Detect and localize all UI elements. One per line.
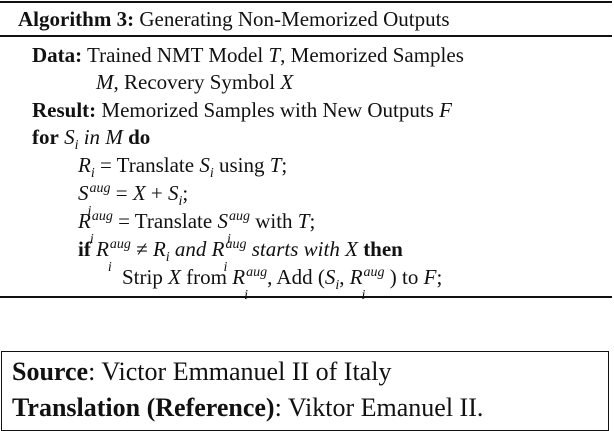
var-F: F — [423, 265, 437, 289]
then-keyword: then — [363, 237, 403, 261]
subscript: i — [244, 289, 248, 303]
op-text: + — [145, 181, 169, 205]
var-M: M — [105, 125, 123, 149]
data-text: , Memorized Samples — [280, 43, 464, 67]
var-R: R — [78, 153, 91, 177]
var-S: S — [217, 209, 228, 233]
for-keyword: for — [32, 125, 59, 149]
subscript: i — [223, 260, 228, 275]
data-line-cont: M, Recovery Symbol X — [96, 69, 293, 95]
semicolon: ; — [309, 209, 316, 233]
subscript: i — [74, 138, 79, 153]
and-keyword: and — [169, 237, 212, 261]
if-keyword: if — [78, 237, 91, 261]
step-translate: Ri = Translate Si using T; — [78, 152, 288, 181]
translation-label: Translation (Reference) — [12, 393, 275, 422]
translation-line: Translation (Reference): Viktor Emanuel … — [12, 392, 483, 424]
translation-text: : Viktor Emanuel II. — [274, 393, 484, 422]
data-text: , Recovery Symbol — [113, 70, 276, 94]
algorithm-title: Algorithm 3: Generating Non-Memorized Ou… — [18, 6, 450, 32]
subscript: i — [362, 289, 366, 303]
do-keyword: do — [128, 125, 151, 149]
op-text: , Add ( — [267, 265, 325, 289]
subscript: i — [89, 232, 94, 247]
subscript: i — [90, 166, 95, 181]
subscript: i — [165, 250, 170, 265]
superscript-aug: aug — [91, 209, 113, 224]
top-rule — [0, 1, 612, 3]
var-F: F — [439, 98, 452, 122]
superscript-aug: aug — [363, 265, 385, 280]
data-label: Data: — [32, 43, 83, 67]
var-R: R — [211, 237, 225, 261]
var-S: S — [324, 265, 336, 289]
op-text: with — [249, 209, 298, 233]
superscript-aug: aug — [228, 209, 250, 224]
source-line: Source: Victor Emmanuel II of Italy — [12, 356, 391, 388]
in-keyword: in — [83, 125, 101, 149]
op-text: ≠ — [130, 237, 153, 261]
op-text: from — [180, 265, 233, 289]
result-line: Result: Memorized Samples with New Outpu… — [32, 97, 452, 123]
subscript: i — [178, 194, 183, 209]
var-R: R — [96, 237, 109, 261]
bottom-rule — [0, 296, 612, 298]
var-T: T — [268, 43, 281, 67]
var-R: R — [78, 209, 91, 233]
op-text: ) to — [384, 265, 424, 289]
subscript: i — [87, 204, 92, 219]
op-text: = Translate — [112, 209, 218, 233]
var-M: M — [96, 70, 114, 94]
var-X: X — [280, 70, 294, 94]
for-line: for Si in M do — [32, 124, 151, 153]
subscript: i — [209, 166, 214, 181]
title-rule — [0, 35, 612, 37]
var-X: X — [168, 265, 181, 289]
semicolon: ; — [182, 181, 189, 205]
example-box: Source: Victor Emmanuel II of Italy Tran… — [1, 351, 609, 431]
subscript: i — [335, 278, 340, 293]
result-text: Memorized Samples with New Outputs — [101, 98, 434, 122]
var-R: R — [232, 265, 246, 289]
var-S: S — [199, 153, 210, 177]
var-R: R — [349, 265, 363, 289]
superscript-aug: aug — [225, 237, 247, 252]
op-text: = — [110, 181, 133, 205]
source-label: Source — [12, 357, 89, 386]
superscript-aug: aug — [89, 181, 111, 196]
var-R: R — [152, 237, 166, 261]
var-X: X — [132, 181, 146, 205]
semicolon: ; — [436, 265, 443, 289]
algorithm-title-text: Generating Non-Memorized Outputs — [139, 7, 450, 31]
result-label: Result: — [32, 98, 97, 122]
op-text: = Translate — [94, 153, 200, 177]
op-text: , — [339, 265, 350, 289]
algorithm-label: Algorithm 3: — [18, 7, 135, 31]
source-text: : Victor Emmanuel II of Italy — [88, 357, 392, 386]
op-text: using — [213, 153, 270, 177]
data-text: Trained NMT Model — [87, 43, 264, 67]
subscript: i — [107, 260, 112, 275]
superscript-aug: aug — [109, 237, 131, 252]
var-S: S — [168, 181, 179, 205]
data-line: Data: Trained NMT Model T, Memorized Sam… — [32, 42, 464, 68]
var-X: X — [345, 237, 358, 261]
subscript: i — [226, 232, 231, 247]
var-S: S — [64, 125, 75, 149]
var-S: S — [78, 181, 89, 205]
var-T: T — [297, 209, 310, 233]
superscript-aug: aug — [246, 265, 268, 280]
var-T: T — [269, 153, 282, 177]
op-text: Strip — [122, 265, 169, 289]
semicolon: ; — [281, 153, 288, 177]
starts-with-text: starts with — [246, 237, 346, 261]
